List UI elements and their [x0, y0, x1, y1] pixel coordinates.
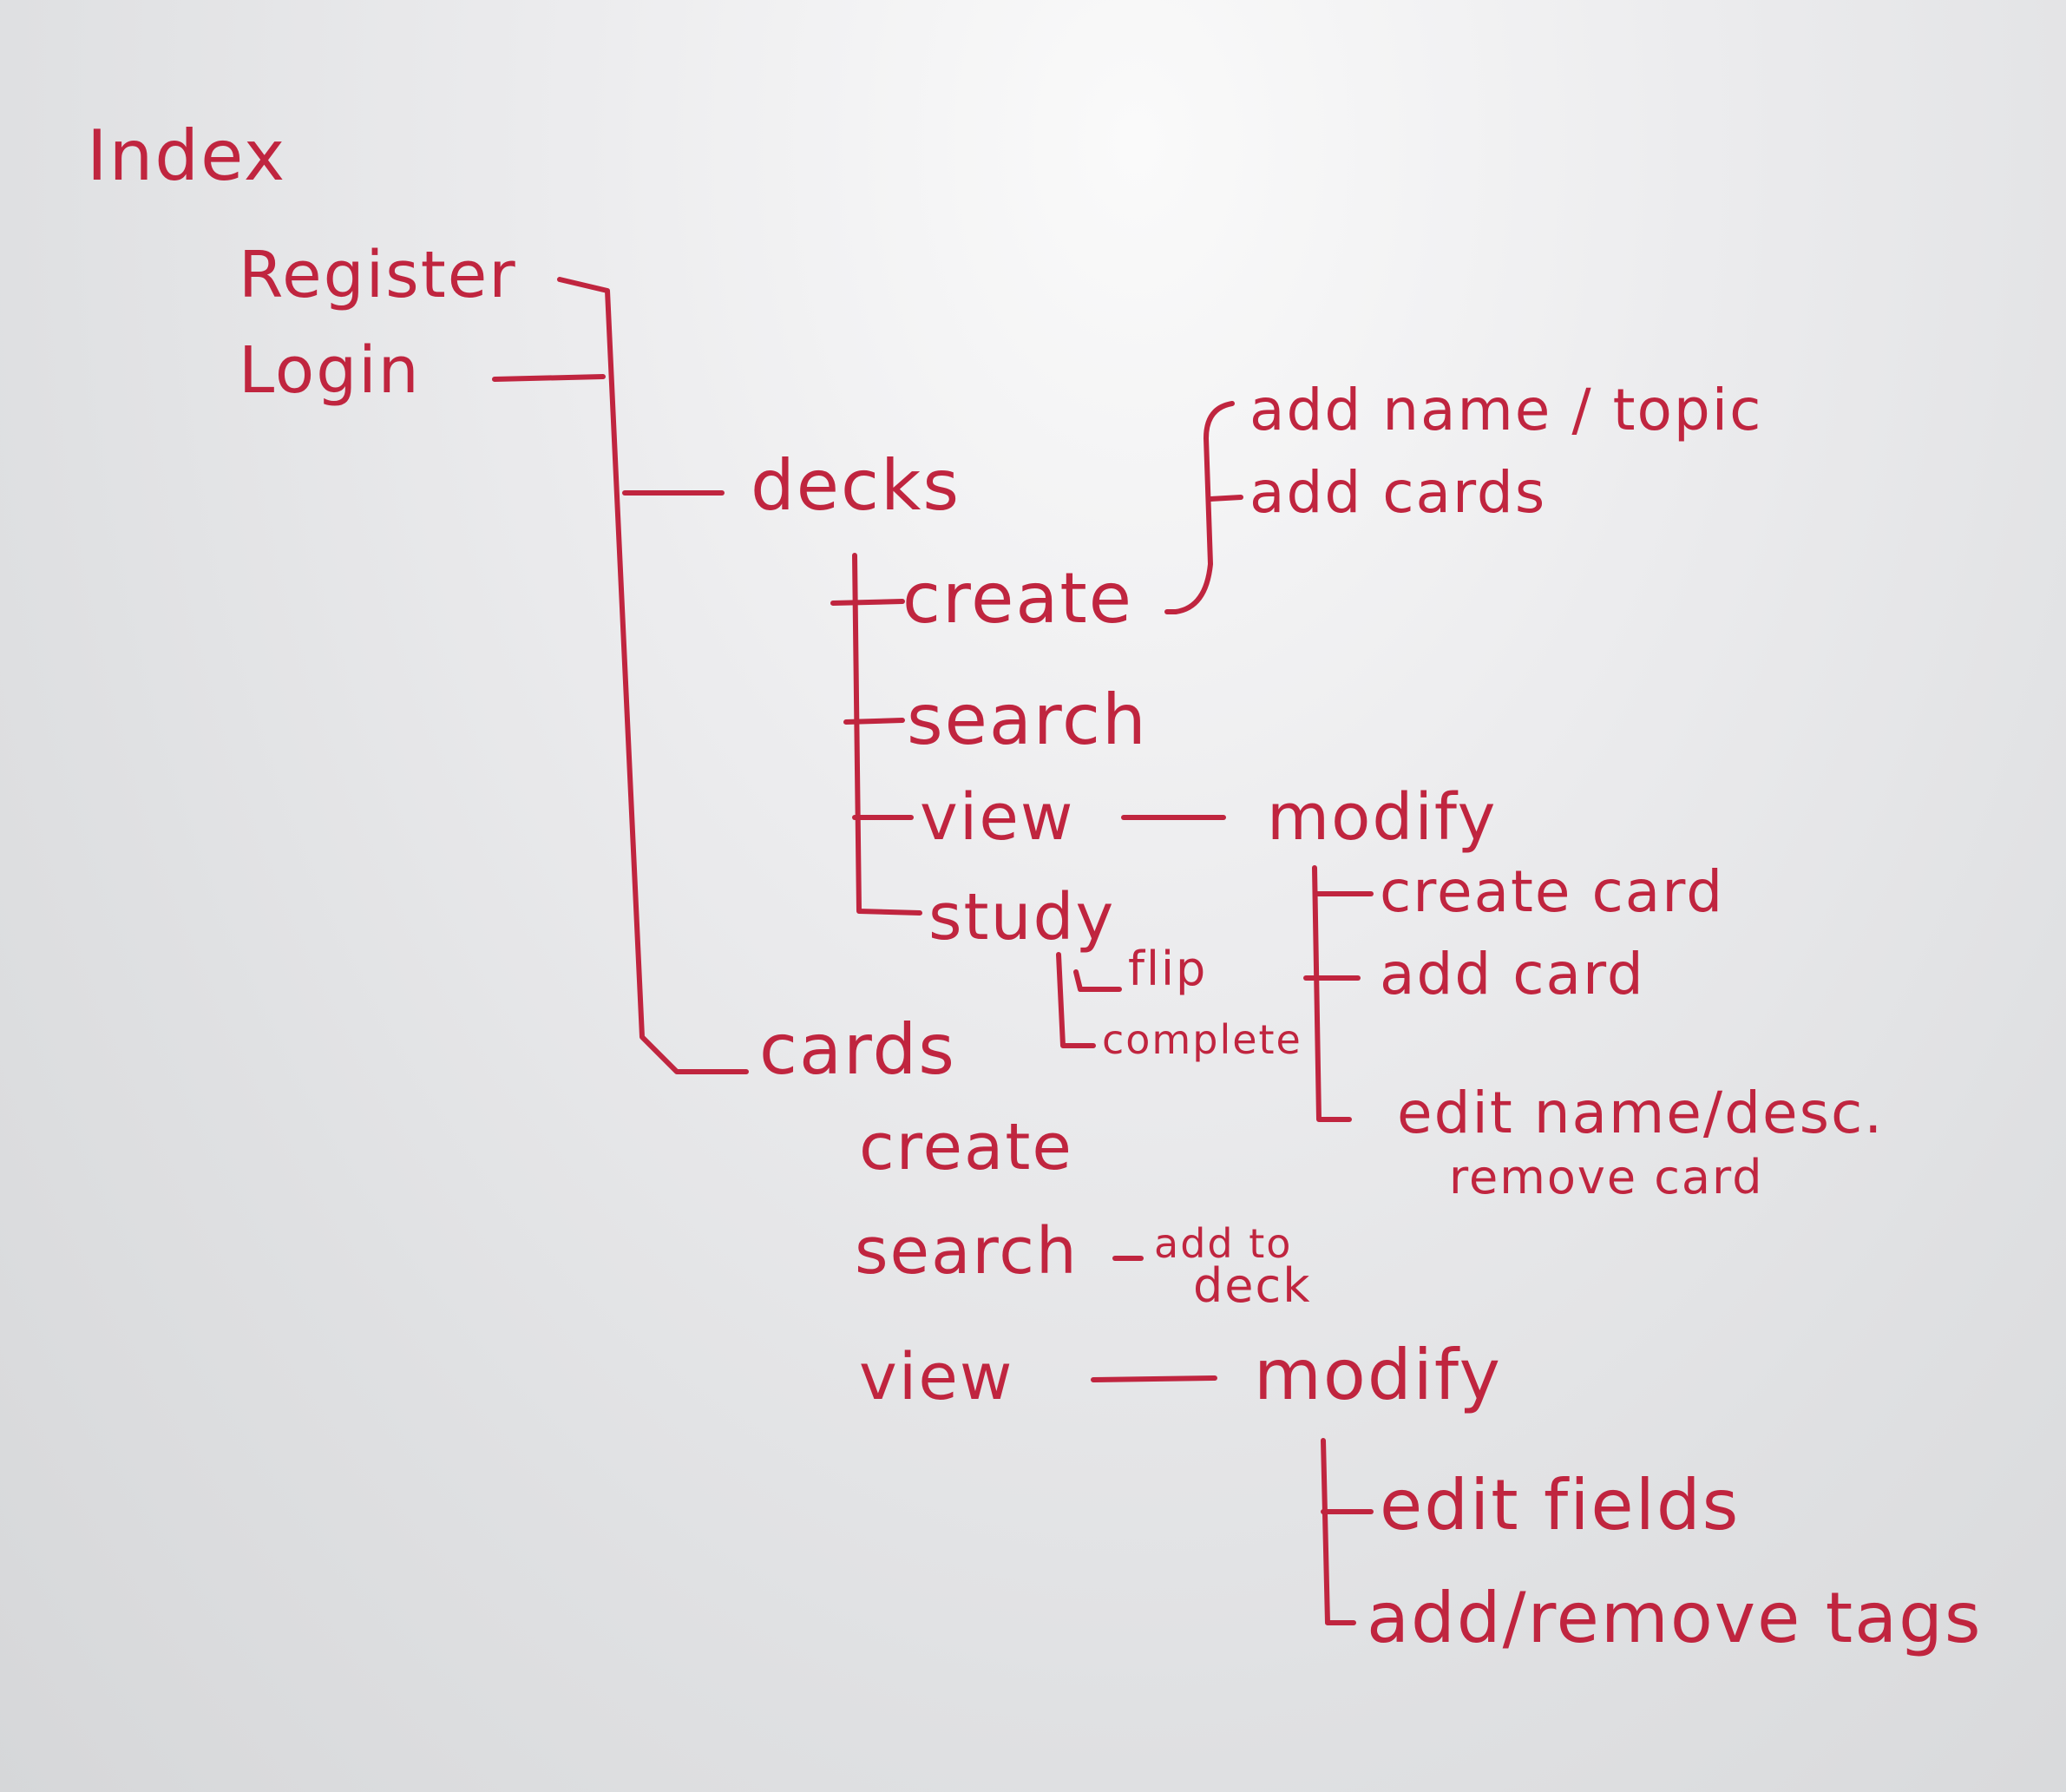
cards-view-connector [1091, 1375, 1217, 1382]
create-bracket [1164, 401, 1235, 614]
decks-create-tick [830, 599, 905, 606]
modify-create-card-label: create card [1380, 858, 1725, 925]
decks-search-tick [843, 718, 905, 725]
study-flip-label: flip [1128, 942, 1208, 996]
modify-add-card-label: add card [1380, 941, 1645, 1008]
decks-create-add-cards: add cards [1249, 459, 1547, 526]
register-label: Register [239, 238, 517, 312]
decks-create-label: create [902, 558, 1133, 639]
decks-create-add-name-topic: add name / topic [1249, 377, 1763, 443]
decks-view-modify-label: modify [1267, 780, 1498, 855]
create-bracket-tick [1208, 495, 1243, 502]
decks-label: decks [751, 445, 961, 526]
cards-modify-edit-fields-label: edit fields [1380, 1465, 1741, 1546]
login-label: Login [239, 333, 421, 408]
modify-remove-card-label: remove card [1449, 1150, 1764, 1205]
cards-search-deck-label: deck [1193, 1258, 1312, 1313]
cards-view-modify-label: modify [1254, 1335, 1502, 1415]
login-connector [492, 374, 606, 382]
modify-edit-name-desc-label: edit name/desc. [1397, 1080, 1885, 1146]
study-bracket [1056, 952, 1096, 1048]
modify-bracket [1312, 865, 1352, 1122]
decks-view-label: view [920, 780, 1075, 855]
decks-branch-line [852, 553, 922, 916]
cards-label: cards [759, 1009, 956, 1090]
register-connector [557, 277, 749, 1074]
cards-search-add-to-label: add to [1154, 1220, 1293, 1267]
diagram-title: Index [87, 115, 287, 196]
cards-create-label: create [859, 1110, 1073, 1185]
decks-study-label: study [928, 880, 1116, 955]
cards-modify-add-remove-tags-label: add/remove tags [1367, 1578, 1983, 1658]
decks-search-label: search [907, 679, 1148, 760]
cards-search-label: search [855, 1214, 1079, 1289]
cards-modify-bracket [1321, 1438, 1356, 1625]
study-flip-tick [1073, 969, 1122, 992]
study-complete-label: complete [1102, 1016, 1302, 1063]
cards-view-label: view [859, 1340, 1014, 1415]
